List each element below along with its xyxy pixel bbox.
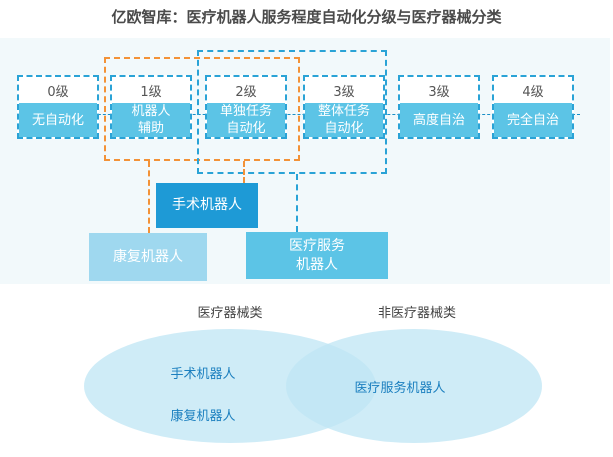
level-grade: 2级 xyxy=(207,77,285,103)
level-box-4: 3级 高度自治 xyxy=(398,75,480,139)
level-name: 完全自治 xyxy=(494,103,572,137)
orange-range-frame xyxy=(104,57,300,161)
level-box-2: 2级 单独任务 自动化 xyxy=(205,75,287,139)
surgical-robot-box: 手术机器人 xyxy=(156,183,258,228)
level-name: 机器人 辅助 xyxy=(112,103,190,137)
venn-diagram xyxy=(84,329,542,443)
level-grade: 1级 xyxy=(112,77,190,103)
venn-medical-service-robot: 医疗服务机器人 xyxy=(354,381,446,396)
medical-device-circle xyxy=(84,329,376,443)
medical-service-robot-box: 医疗服务 机器人 xyxy=(246,232,388,279)
blue-range-frame xyxy=(197,50,387,174)
non-medical-device-circle xyxy=(286,329,542,443)
medical-device-label: 医疗器械类 xyxy=(197,306,263,321)
level-box-3: 3级 整体任务 自动化 xyxy=(303,75,385,139)
level-grade: 0级 xyxy=(19,77,97,103)
level-grade: 3级 xyxy=(305,77,383,103)
non-medical-device-label: 非医疗器械类 xyxy=(377,306,456,321)
level-box-5: 4级 完全自治 xyxy=(492,75,574,139)
level-name: 高度自治 xyxy=(400,103,478,137)
level-box-1: 1级 机器人 辅助 xyxy=(110,75,192,139)
level-grade: 4级 xyxy=(494,77,572,103)
level-grade: 3级 xyxy=(400,77,478,103)
rehab-connector xyxy=(148,161,150,233)
level-name: 无自动化 xyxy=(19,103,97,137)
level-name: 单独任务 自动化 xyxy=(207,103,285,137)
level-name: 整体任务 自动化 xyxy=(305,103,383,137)
rehab-robot-box: 康复机器人 xyxy=(89,233,207,281)
venn-rehab-robot: 康复机器人 xyxy=(170,409,236,424)
surgical-connector xyxy=(243,161,245,183)
page-title: 亿欧智库：医疗机器人服务程度自动化分级与医疗器械分类 xyxy=(111,8,502,26)
level-box-0: 0级 无自动化 xyxy=(17,75,99,139)
venn-surgical-robot: 手术机器人 xyxy=(170,367,236,382)
service-connector xyxy=(296,174,298,232)
